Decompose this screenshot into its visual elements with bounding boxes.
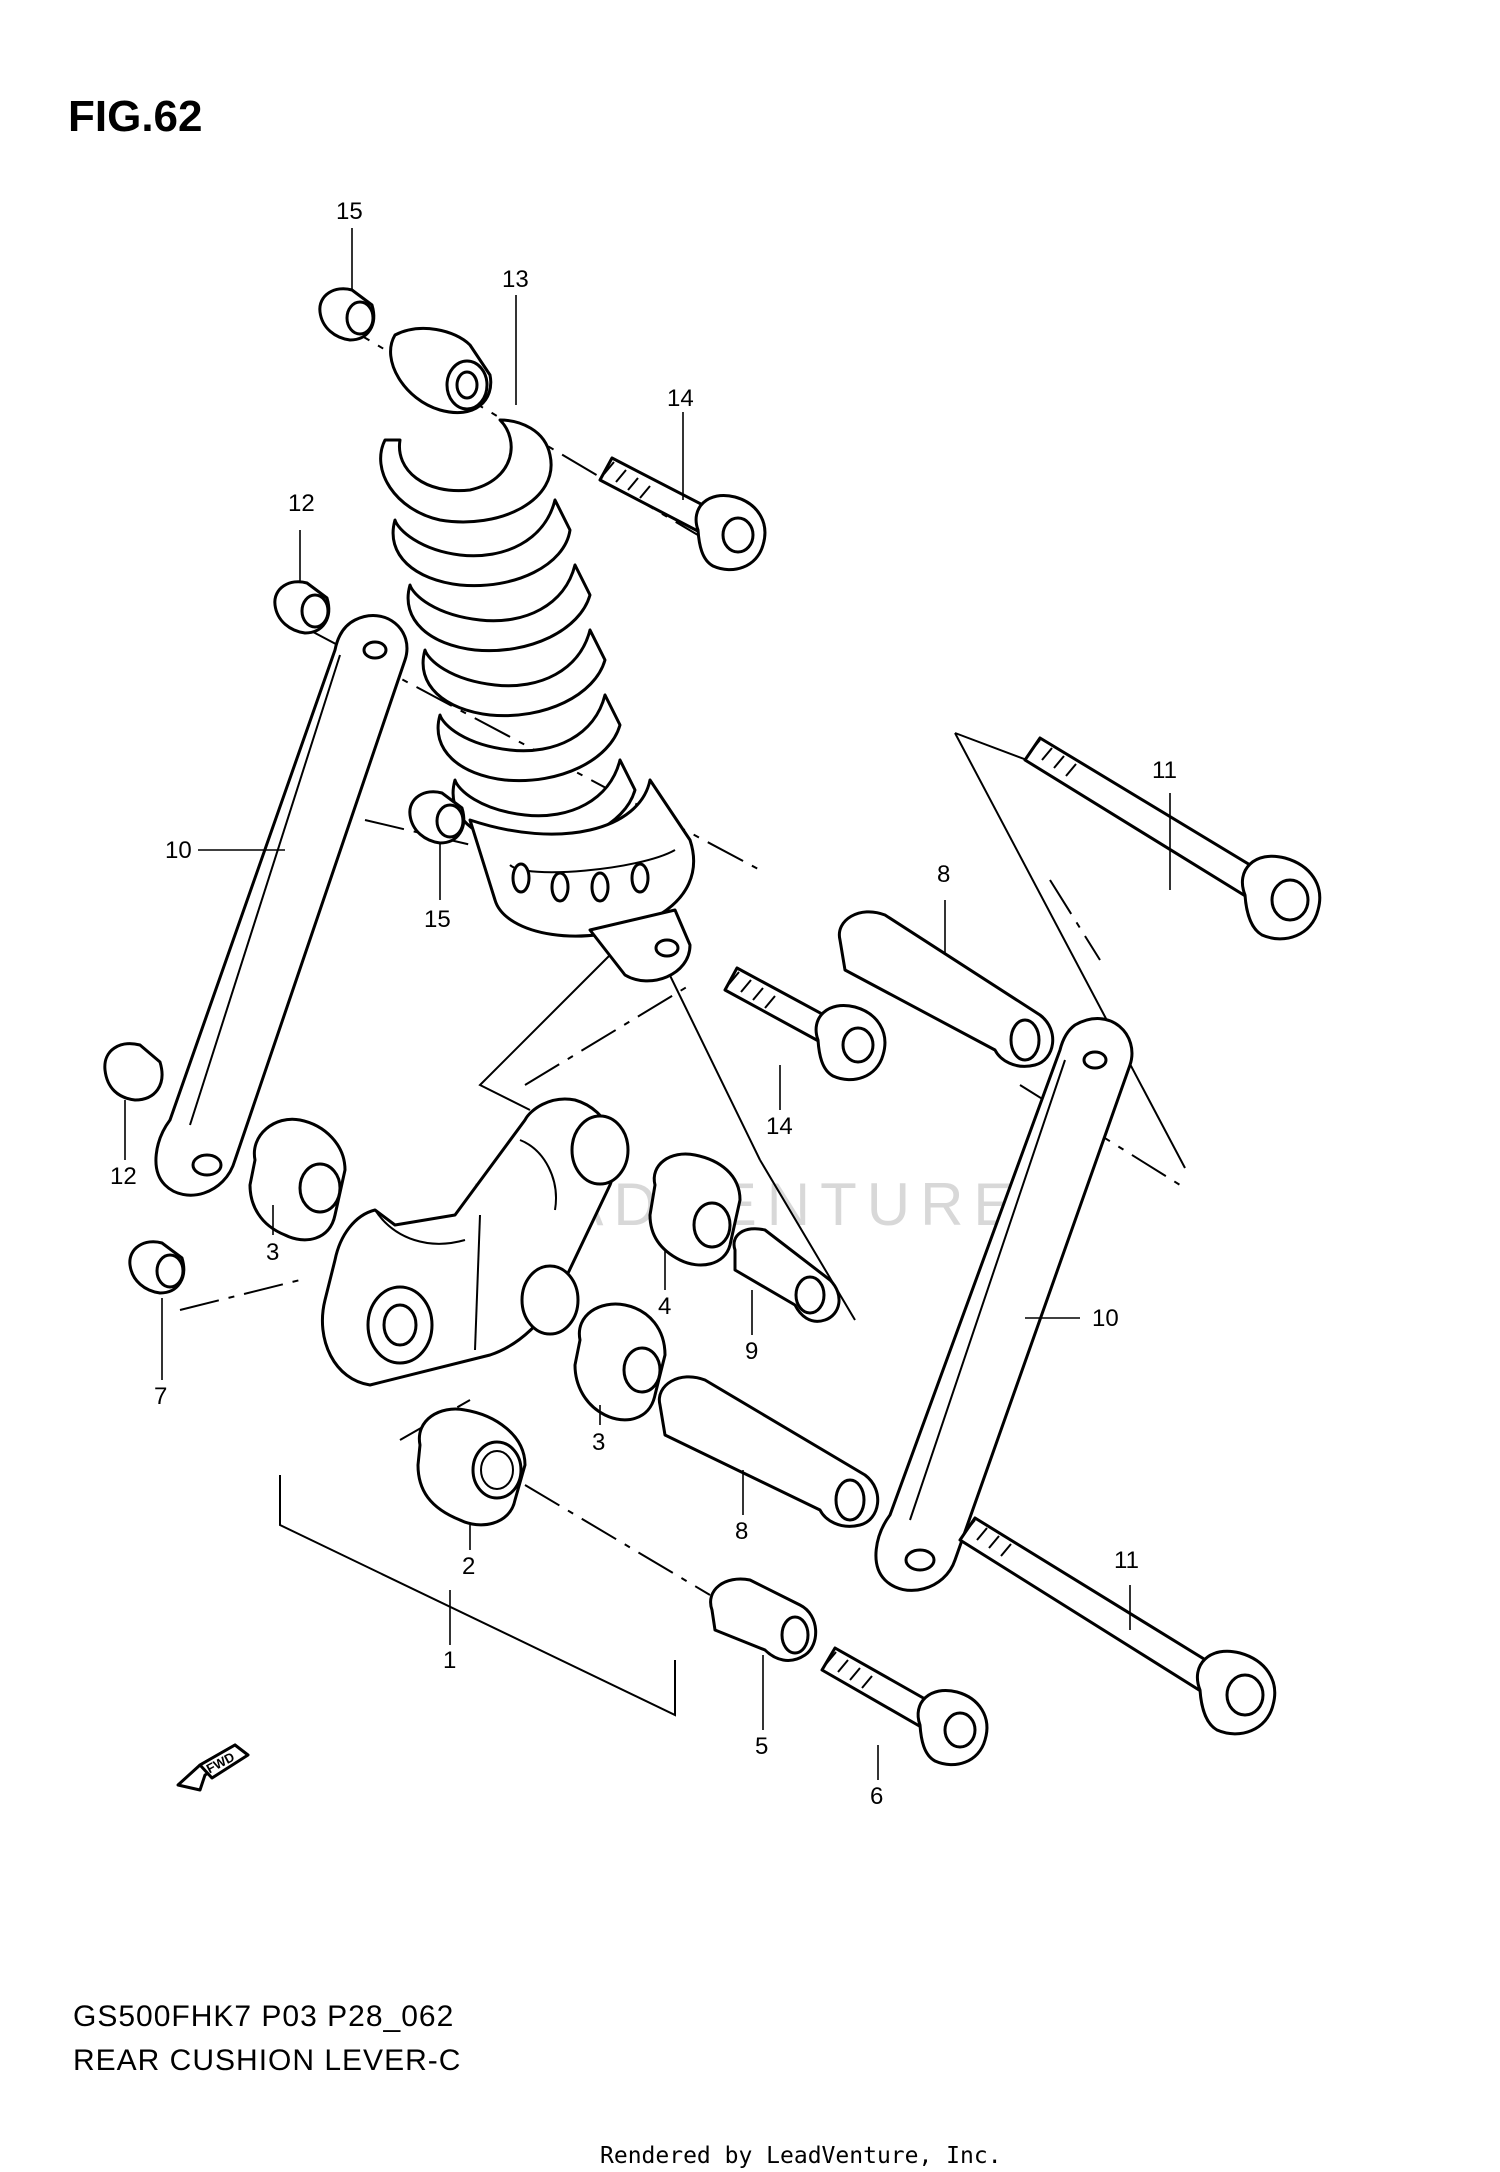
spacer-9 — [732, 1227, 841, 1323]
figure-title: FIG.62 — [68, 92, 203, 141]
pipe-8-upper — [837, 910, 1055, 1068]
pipe-8-lower — [657, 1375, 880, 1528]
callout-3-lower: 3 — [592, 1429, 605, 1456]
nut-15-lower — [408, 790, 466, 845]
callout-11-lower: 11 — [1114, 1547, 1139, 1574]
callout-8-upper: 8 — [937, 861, 950, 888]
cushion-rod-right — [874, 1017, 1134, 1592]
model-code: GS500FHK7 P03 P28_062 — [73, 2000, 455, 2033]
callout-numbers: 15 13 14 12 10 15 11 8 14 12 3 4 9 10 7 … — [110, 198, 1177, 1810]
callout-2: 2 — [462, 1553, 475, 1580]
bolt-11-lower — [958, 1516, 1277, 1736]
leader-lines — [124, 228, 1171, 1780]
bolt-11-upper — [1023, 736, 1322, 941]
callout-4: 4 — [658, 1293, 671, 1320]
callout-15-lower: 15 — [424, 906, 451, 933]
nut-12-lower — [103, 1042, 164, 1102]
rear-shock-absorber — [379, 327, 696, 983]
callout-12-lower: 12 — [110, 1163, 137, 1190]
cushion-rod-left — [154, 614, 409, 1197]
callout-14-upper: 14 — [667, 385, 694, 412]
nut-15-upper — [318, 287, 376, 342]
callout-10-right: 10 — [1092, 1305, 1119, 1332]
callout-12-upper: 12 — [288, 490, 315, 517]
collar-3-lower — [573, 1302, 667, 1422]
nut-7 — [128, 1240, 186, 1295]
nut-12-upper — [273, 580, 331, 635]
rendered-by-credit: Rendered by LeadVenture, Inc. — [600, 2143, 1002, 2169]
bearing-4 — [648, 1152, 742, 1267]
callout-7: 7 — [154, 1383, 167, 1410]
callout-14-lower: 14 — [766, 1113, 793, 1140]
bolt-14-upper — [598, 456, 767, 572]
callout-13: 13 — [502, 266, 529, 293]
callout-10-left: 10 — [165, 837, 192, 864]
callout-6: 6 — [870, 1783, 883, 1810]
bolt-14-lower — [723, 966, 887, 1082]
bearing-2 — [416, 1407, 527, 1527]
callout-5: 5 — [755, 1733, 768, 1760]
cushion-lever — [320, 1097, 630, 1387]
spacer-5 — [709, 1577, 818, 1662]
callout-3-upper: 3 — [266, 1239, 279, 1266]
callout-8-lower: 8 — [735, 1518, 748, 1545]
callout-9: 9 — [745, 1338, 758, 1365]
bolt-6 — [820, 1646, 989, 1767]
collar-3-upper — [248, 1117, 347, 1242]
callout-11-upper: 11 — [1152, 757, 1177, 784]
callout-15-upper: 15 — [336, 198, 363, 225]
callout-1: 1 — [443, 1647, 456, 1674]
fwd-arrow-icon: FWD — [176, 1743, 250, 1792]
diagram-title: REAR CUSHION LEVER-C — [73, 2044, 462, 2077]
